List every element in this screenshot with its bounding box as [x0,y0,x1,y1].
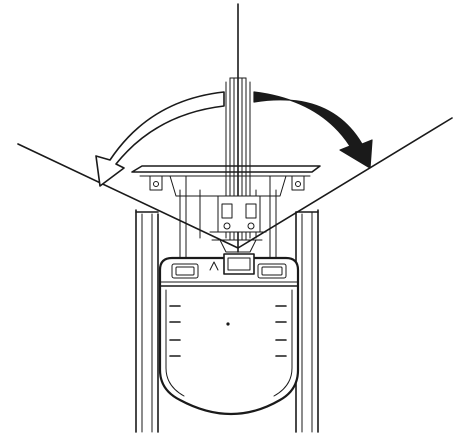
curved-arrow-clockwise-icon [253,91,373,169]
left-rail [135,209,159,433]
vent-slots-left [169,305,181,357]
carriage [209,195,267,253]
vent-slots-right [275,305,287,357]
angle-lines [17,117,453,249]
right-rail [295,209,319,433]
motor-unit [158,253,300,415]
center-dot [226,322,230,326]
curved-arrow-counterclockwise-icon [95,91,225,187]
